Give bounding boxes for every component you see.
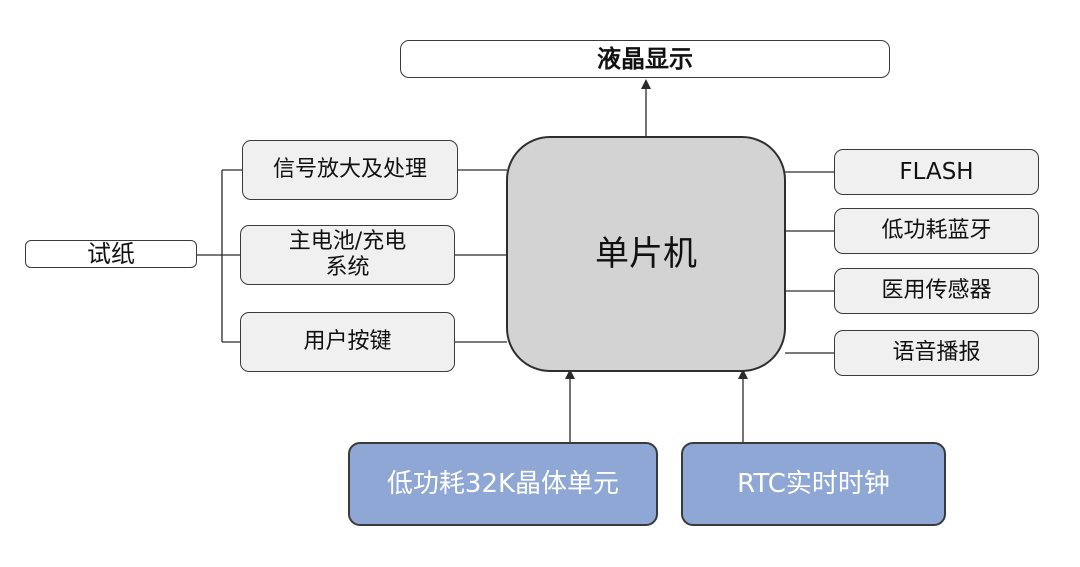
- user-keys-box: 用户按键: [240, 312, 455, 372]
- voice-label: 语音播报: [892, 340, 981, 365]
- mcu-label: 单片机: [595, 234, 697, 274]
- test-strip-label: 试纸: [87, 240, 135, 268]
- ble-label: 低功耗蓝牙: [881, 218, 992, 243]
- test-strip-box: 试纸: [25, 240, 197, 268]
- sensor-box: 医用传感器: [834, 268, 1039, 314]
- display-box: 液晶显示: [400, 40, 890, 78]
- battery-label-line2: 系统: [325, 255, 370, 280]
- crystal-label: 低功耗32K晶体单元: [386, 469, 620, 499]
- user-keys-label: 用户按键: [303, 329, 392, 354]
- crystal-box: 低功耗32K晶体单元: [348, 442, 658, 526]
- rtc-box: RTC实时时钟: [681, 442, 946, 526]
- battery-label-line1: 主电池/充电: [288, 229, 407, 254]
- mcu-box: 单片机: [506, 136, 786, 372]
- ble-box: 低功耗蓝牙: [834, 208, 1039, 254]
- display-label: 液晶显示: [597, 45, 693, 73]
- signal-processing-label: 信号放大及处理: [272, 157, 427, 182]
- flash-box: FLASH: [834, 149, 1039, 195]
- signal-processing-box: 信号放大及处理: [242, 140, 458, 200]
- sensor-label: 医用传感器: [881, 278, 992, 303]
- voice-box: 语音播报: [834, 330, 1039, 376]
- rtc-label: RTC实时时钟: [737, 469, 890, 499]
- flash-label: FLASH: [899, 159, 974, 185]
- battery-box: 主电池/充电 系统: [240, 225, 455, 285]
